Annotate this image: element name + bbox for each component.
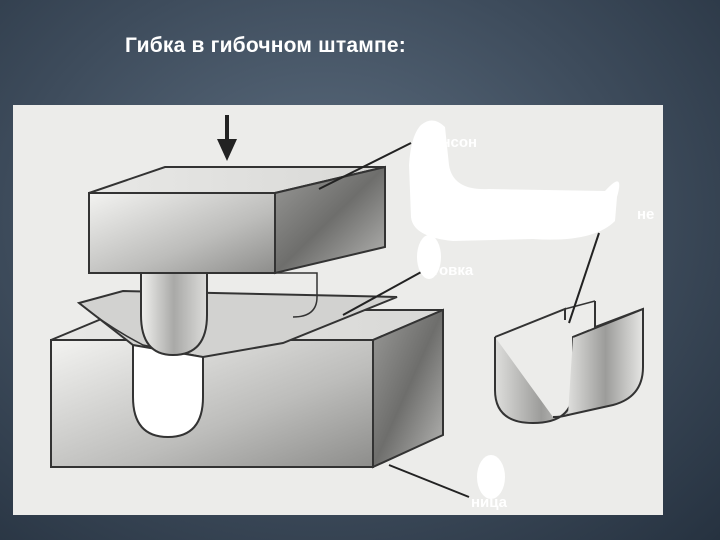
punch-block (88, 165, 386, 357)
punch-label: уансон (425, 134, 477, 151)
slide-title: Гибка в гибочном штампе: (125, 34, 406, 57)
blank-leader-line (342, 270, 424, 316)
finished-part (494, 300, 644, 425)
force-arrow-icon (217, 115, 237, 161)
bending-die-drawing: уансон отовка не ница (50, 115, 654, 511)
die-leader-line (388, 464, 470, 498)
die-label: ница (471, 494, 508, 511)
punch-leader-line (318, 142, 412, 190)
bending-die-illustration: уансон отовка не ница (13, 105, 663, 515)
blank-label: отовка (423, 262, 474, 279)
part-label: не (637, 206, 654, 223)
white-out-marks (409, 120, 620, 499)
part-leader-line (568, 232, 600, 324)
